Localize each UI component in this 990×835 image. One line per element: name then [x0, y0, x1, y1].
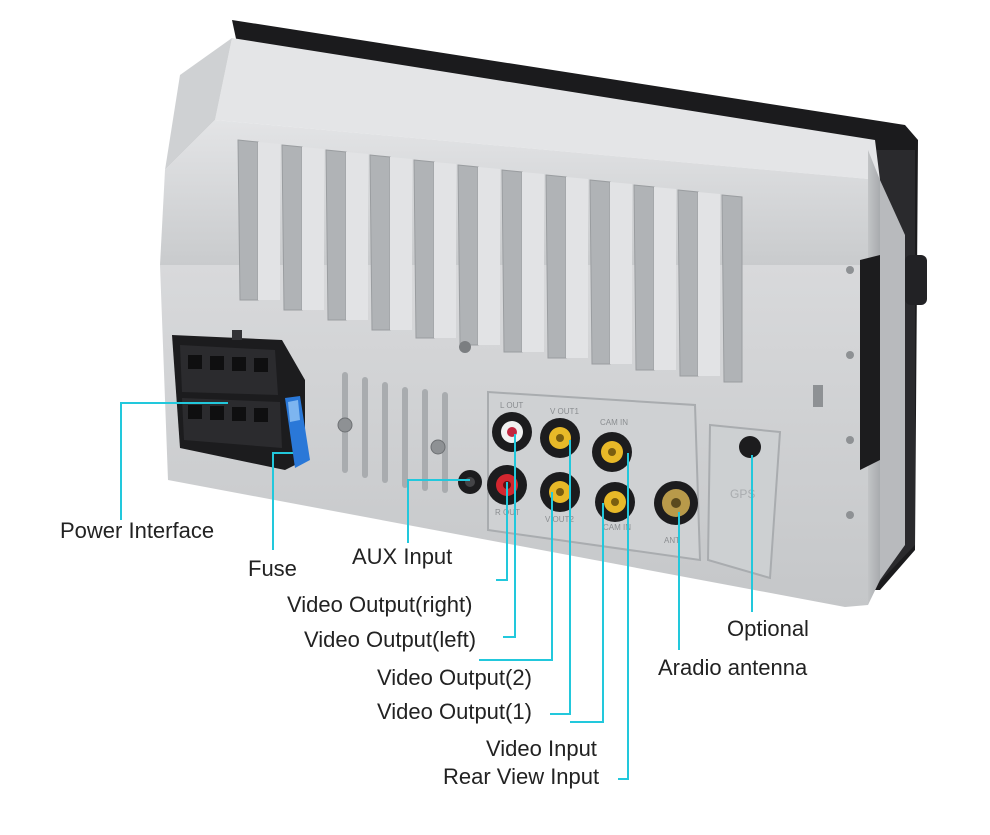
- panel-text-camin: CAM IN: [600, 418, 628, 427]
- leader-aux: [407, 479, 470, 543]
- label-video-output-left: Video Output(left): [304, 627, 477, 652]
- leader-power-interface: [120, 402, 228, 520]
- label-video-output-2: Video Output(2): [377, 665, 532, 690]
- leader-video-out-1: [550, 440, 571, 715]
- label-power-interface: Power Interface: [60, 518, 215, 543]
- label-video-output-right: Video Output(right): [287, 592, 473, 617]
- aux-jack: [458, 470, 482, 494]
- panel-text-vout2: V OUT2: [545, 515, 574, 524]
- lower-vents: [342, 372, 448, 493]
- leader-video-out-right: [496, 482, 508, 581]
- gps-port: GPS: [706, 423, 782, 580]
- panel-text-vout1: V OUT1: [550, 407, 579, 416]
- label-optional: Optional: [727, 616, 809, 641]
- rca-panel: L OUT V OUT1 CAM IN R OUT V OUT2 CAM IN …: [487, 390, 702, 562]
- screws: [337, 266, 854, 519]
- leader-rear-view: [618, 453, 629, 780]
- panel-text-gps: GPS: [730, 487, 755, 501]
- label-video-output-1: Video Output(1): [377, 699, 532, 724]
- leader-video-out-2: [479, 492, 553, 661]
- fin-highlights: [258, 142, 720, 376]
- fuse: [285, 396, 310, 468]
- side-bracket: [813, 255, 880, 470]
- label-rear-view-input: Rear View Input: [443, 764, 600, 789]
- leader-lines: [120, 402, 753, 780]
- power-connector: [172, 330, 305, 470]
- label-video-input: Video Input: [486, 736, 597, 761]
- leader-video-input: [570, 503, 604, 723]
- leader-fuse: [272, 452, 293, 550]
- panel-text-ant: ANT: [664, 536, 680, 545]
- panel-text-lout: L OUT: [500, 401, 523, 410]
- leader-video-out-left: [503, 434, 516, 638]
- cooling-fins: [237, 139, 743, 383]
- label-fuse: Fuse: [248, 556, 297, 581]
- label-aux-input: AUX Input: [352, 544, 453, 569]
- label-aradio-antenna: Aradio antenna: [658, 655, 808, 680]
- panel-text-camin2: CAM IN: [603, 523, 631, 532]
